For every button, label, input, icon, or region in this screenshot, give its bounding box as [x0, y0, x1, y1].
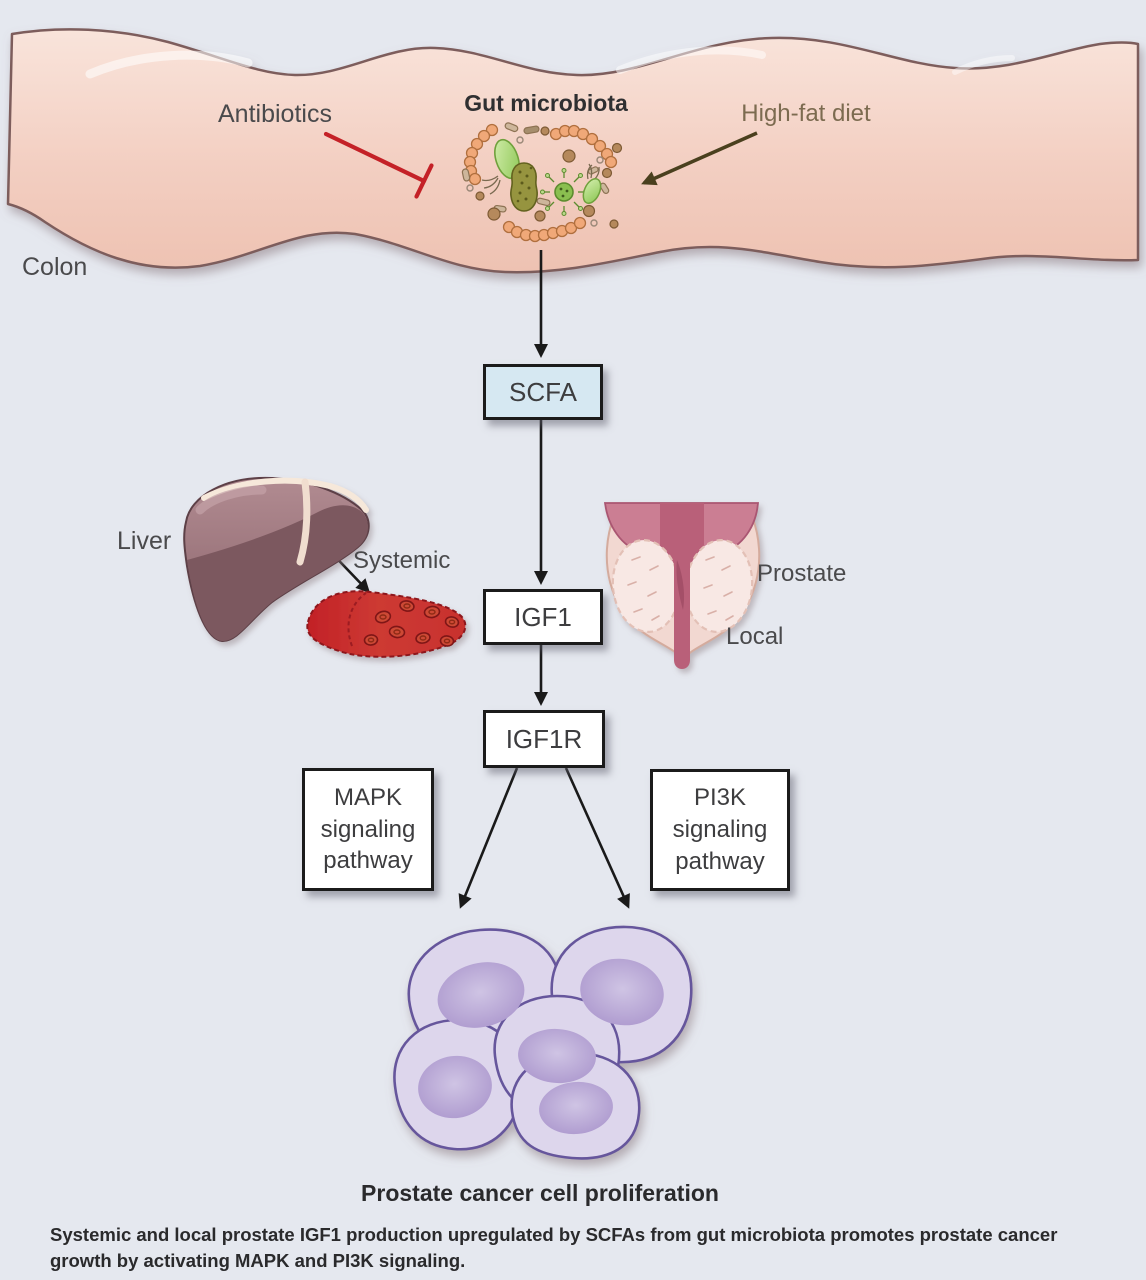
- liver-illustration: [183, 476, 370, 643]
- pi3k-line-2: signaling: [672, 816, 768, 844]
- mapk-pathway-node: MAPK signaling pathway: [302, 768, 434, 891]
- arrow-igf1r-to-cells-right-icon: [564, 767, 630, 909]
- colon-label: Colon: [22, 253, 88, 281]
- bacteria-small: [466, 136, 604, 227]
- microbe-spiky: [540, 168, 588, 216]
- prostate-label: Prostate: [757, 560, 847, 587]
- vessel-inner-edge: [347, 592, 367, 647]
- speckles: [516, 166, 533, 203]
- red-blood-cells: [363, 600, 460, 647]
- cancer-cells-illustration: [393, 925, 693, 1160]
- bacteria-rods: [461, 122, 610, 213]
- cancer-cell-nuclei: [418, 958, 664, 1135]
- liver-highlight: [195, 485, 267, 515]
- blood-vessel-illustration: [306, 590, 467, 658]
- arrow-igf1r-to-cells-left-icon: [458, 767, 519, 909]
- red-blood-cell-centers: [367, 603, 456, 644]
- mapk-line-3: pathway: [323, 847, 413, 875]
- prostate-urethra-shadow: [676, 560, 685, 610]
- inhibition-line-icon: [323, 131, 434, 199]
- liver-ligament-top: [201, 477, 369, 513]
- colon-highlight: [952, 55, 1015, 75]
- colon-highlight: [85, 50, 253, 79]
- bacteria-cocci: [475, 126, 623, 229]
- scfa-node-label: SCFA: [509, 376, 577, 407]
- figure-caption: Systemic and local prostate IGF1 product…: [50, 1224, 1058, 1271]
- high-fat-diet-label: High-fat diet: [741, 100, 871, 127]
- igf1r-node: IGF1R: [483, 710, 605, 768]
- prostate-lobe-texture: [627, 556, 734, 621]
- gut-microbiota-illustration: [461, 122, 623, 243]
- pi3k-pathway-node: PI3K signaling pathway: [650, 769, 790, 891]
- mapk-line-1: MAPK: [333, 783, 402, 811]
- prostate-illustration: [603, 502, 761, 669]
- pi3k-line-1: PI3K: [693, 784, 747, 812]
- pi3k-line-3: pathway: [675, 847, 765, 875]
- local-label: Local: [726, 623, 784, 650]
- bacteria-chain: [463, 123, 618, 243]
- igf1-node-label: IGF1: [514, 601, 572, 632]
- liver-ligament: [296, 478, 311, 566]
- systemic-label: Systemic: [353, 547, 451, 574]
- colon-highlight: [616, 46, 766, 74]
- mapk-line-2: signaling: [320, 815, 416, 843]
- proliferation-title: Prostate cancer cell proliferation: [361, 1180, 719, 1206]
- high-fat-diet-arrow-icon: [641, 131, 758, 186]
- liver-label: Liver: [117, 527, 172, 555]
- igf1r-node-label: IGF1R: [505, 723, 583, 754]
- igf1-node: IGF1: [483, 589, 603, 645]
- bacterium-flagellate: [582, 163, 602, 205]
- antibiotics-label: Antibiotics: [218, 100, 332, 128]
- scfa-node: SCFA: [483, 364, 603, 420]
- gut-microbiota-label: Gut microbiota: [464, 90, 628, 116]
- liver-lower-lobe: [187, 505, 368, 642]
- bacterium-olive: [509, 162, 539, 212]
